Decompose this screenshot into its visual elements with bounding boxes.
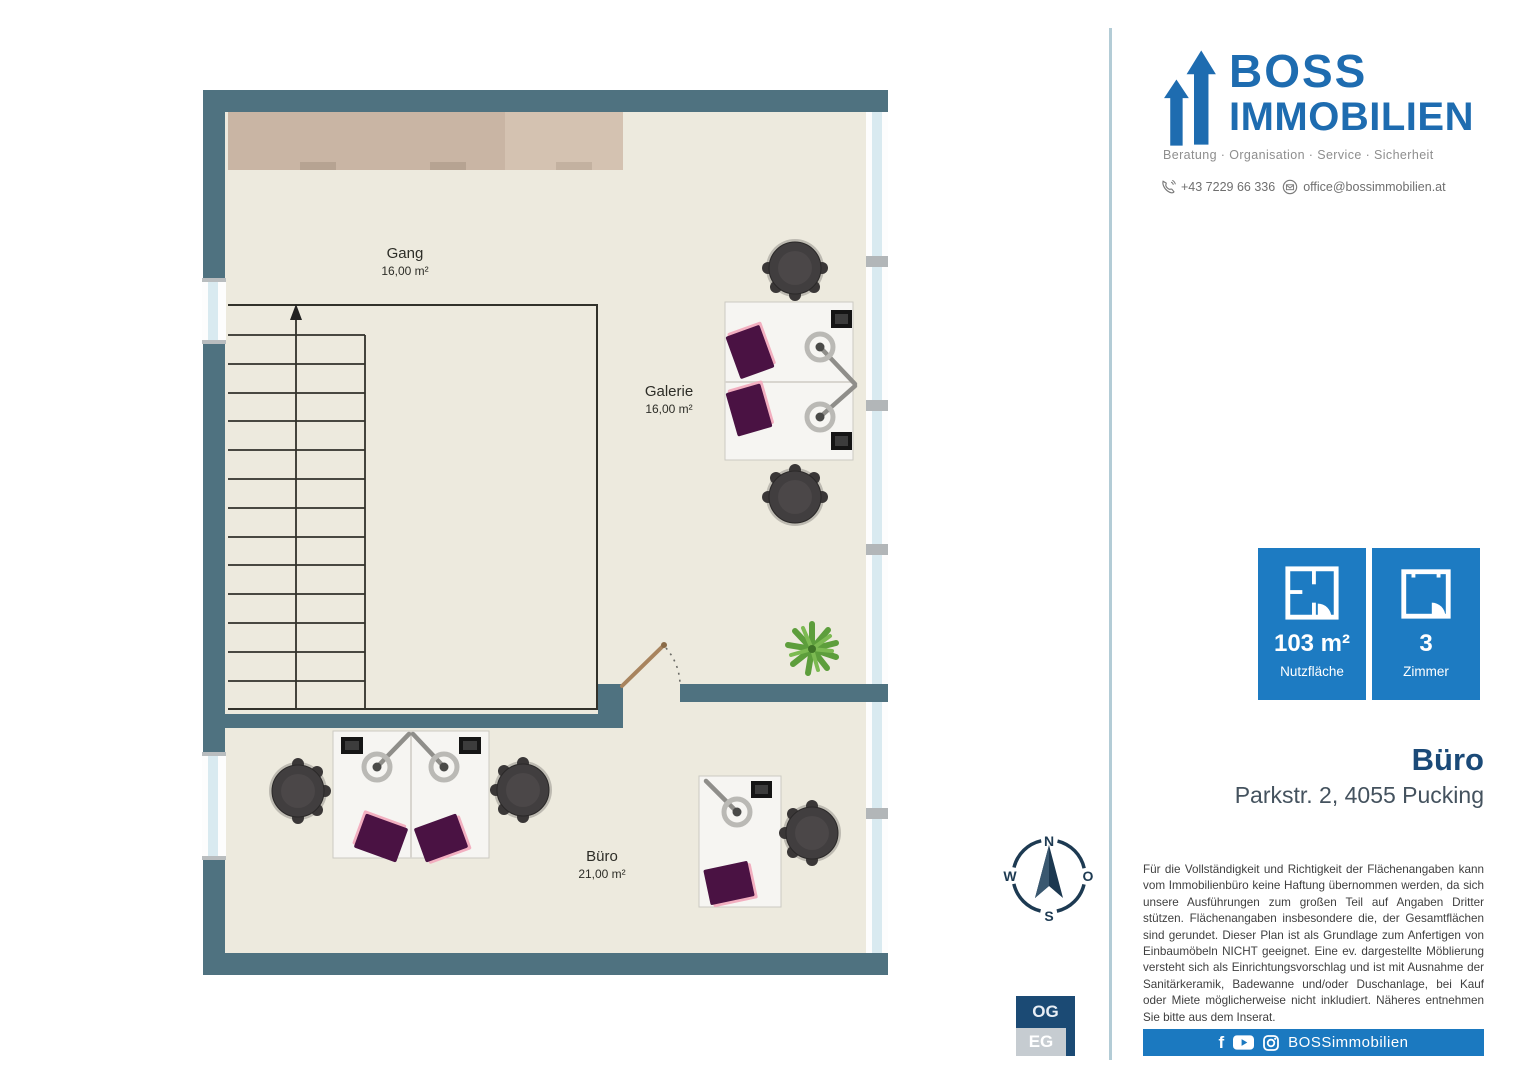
- rooms-label: Zimmer: [1403, 664, 1449, 679]
- galerie-desks: [724, 301, 858, 461]
- area-value: 103 m²: [1273, 630, 1351, 657]
- gallery-railing: [228, 304, 598, 710]
- area-label: Nutzfläche: [1280, 664, 1344, 679]
- logo-house-icon: [1164, 46, 1220, 147]
- floor-eg-button[interactable]: EG: [1016, 1028, 1066, 1056]
- buero-desks: [332, 730, 490, 866]
- window-left-lower: [202, 752, 226, 860]
- logo-line1: BOSS: [1229, 45, 1368, 97]
- plant: [785, 621, 839, 676]
- youtube-icon[interactable]: [1233, 1035, 1255, 1050]
- interior-walls: [203, 684, 888, 728]
- window-left-upper: [202, 278, 226, 344]
- stair-direction-arrow: [290, 304, 302, 320]
- compass-west: W: [1003, 868, 1017, 884]
- compass-north: N: [1044, 833, 1054, 849]
- room-icon: [1397, 562, 1455, 624]
- floor-og-button[interactable]: OG: [1032, 1001, 1059, 1021]
- logo-line2: IMMOBILIEN: [1229, 95, 1474, 139]
- floorplan-icon: [1283, 562, 1341, 624]
- room-area-buero: 21,00 m²: [578, 867, 625, 881]
- window-right-band: [866, 112, 888, 953]
- rooms-value: 3: [1419, 630, 1433, 657]
- email-contact[interactable]: office@bossimmobilien.at: [1282, 179, 1446, 195]
- company-tagline: Beratung · Organisation · Service · Sich…: [1163, 148, 1434, 162]
- phone-icon: [1162, 179, 1176, 194]
- closet: [228, 112, 623, 170]
- social-footer: f BOSSimmobilien: [1143, 1029, 1484, 1056]
- property-title-block: Büro Parkstr. 2, 4055 Pucking: [1235, 742, 1484, 809]
- instagram-icon[interactable]: [1263, 1034, 1280, 1051]
- rooms-badge: 3 Zimmer: [1372, 548, 1480, 700]
- compass-east: O: [1083, 868, 1094, 884]
- panel-divider: [1109, 28, 1112, 1060]
- property-title: Büro: [1411, 742, 1484, 777]
- compass-south: S: [1044, 908, 1053, 924]
- phone-number: +43 7229 66 336: [1181, 180, 1276, 194]
- property-address: Parkstr. 2, 4055 Pucking: [1234, 781, 1484, 808]
- room-label-gang: Gang: [387, 245, 424, 262]
- facebook-icon[interactable]: f: [1218, 1033, 1225, 1052]
- email-address: office@bossimmobilien.at: [1303, 180, 1446, 194]
- contact-row: +43 7229 66 336 office@bossimmobilien.at: [1160, 179, 1490, 195]
- phone-contact[interactable]: +43 7229 66 336: [1160, 179, 1275, 195]
- buero-single-desk: [698, 775, 782, 908]
- area-badge: 103 m² Nutzfläche: [1258, 548, 1366, 700]
- info-badges: 103 m² Nutzfläche 3 Zimmer: [1258, 548, 1480, 700]
- door: [620, 642, 681, 688]
- floor-selector: OG EG: [1016, 996, 1075, 1056]
- room-area-gang: 16,00 m²: [381, 264, 428, 278]
- compass: N W O S: [1003, 833, 1093, 924]
- social-handle[interactable]: BOSSimmobilien: [1288, 1034, 1409, 1051]
- room-area-galerie: 16,00 m²: [645, 402, 692, 416]
- disclaimer-text: Für die Vollständigkeit und Richtigkeit …: [1143, 863, 1484, 1024]
- staircase: [228, 318, 366, 709]
- room-label-galerie: Galerie: [645, 383, 693, 400]
- email-icon: [1282, 179, 1298, 195]
- company-logo: BOSS IMMOBILIEN: [1163, 42, 1483, 167]
- room-label-buero: Büro: [586, 848, 618, 865]
